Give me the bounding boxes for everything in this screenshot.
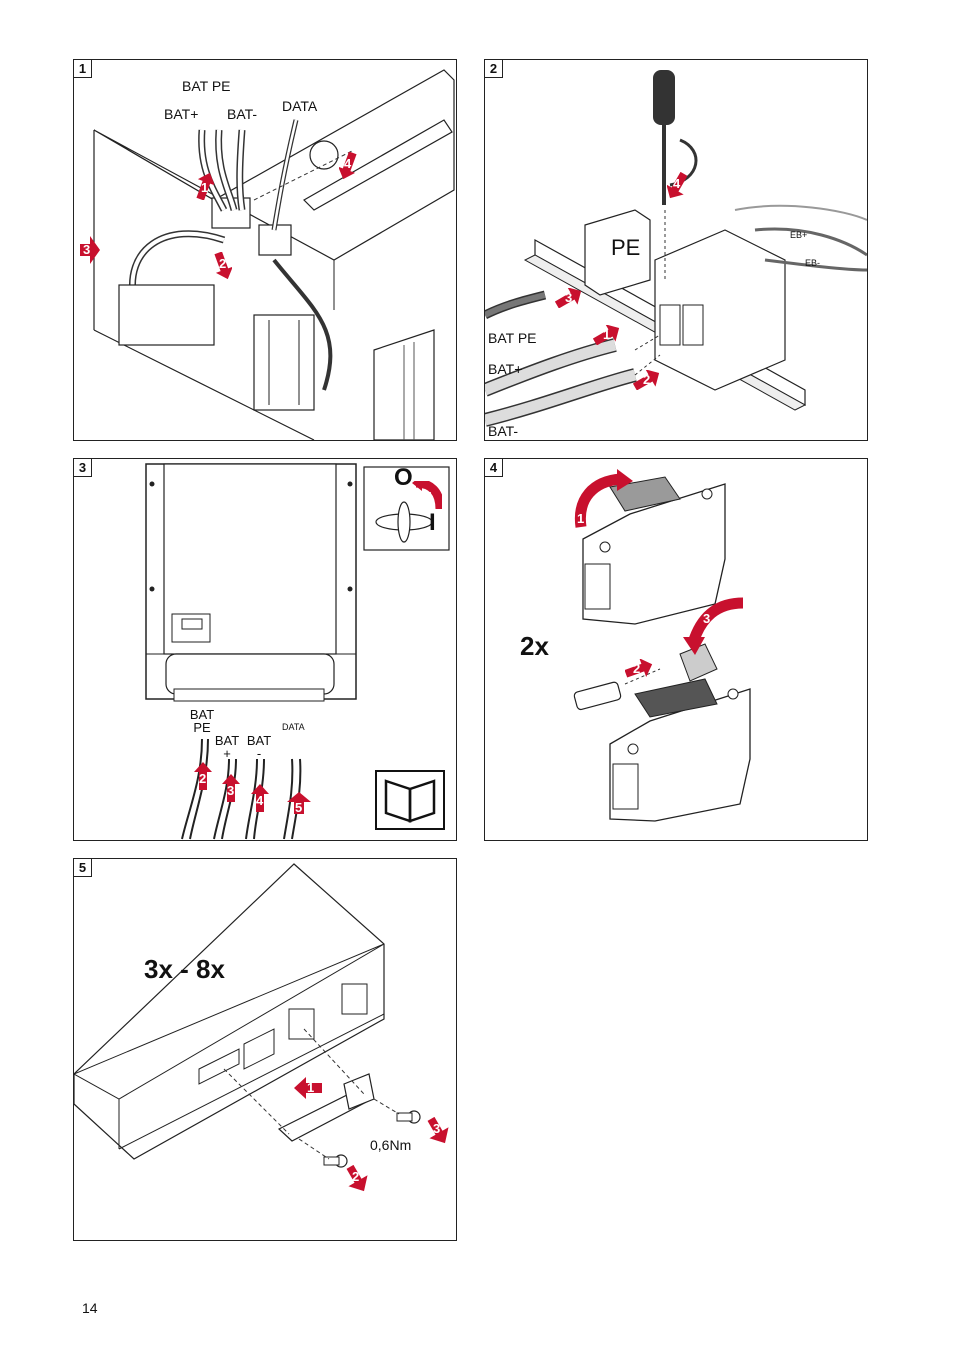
label-pe: PE [611,235,641,260]
panel-4-illustration [573,476,751,822]
label-bat-minus: BAT - [246,733,272,761]
panel-4: 4 2x 1 2 3 [484,458,868,841]
switch-on-symbol: I [429,509,436,536]
label-data: DATA [282,722,305,732]
page-number: 14 [82,1300,98,1316]
panel-3: 3 O I BAT PE BAT + BAT - DATA [73,458,457,841]
panel-2: 2 PE EB+ EB- BAT PE BAT+ BAT- 1 [484,59,868,441]
label-data: DATA [282,98,318,114]
switch-off-symbol: O [394,464,413,491]
panel-number: 3 [74,459,92,477]
multiplier: 2x [520,631,549,661]
label-bat-plus: BAT+ [488,361,523,377]
torque-label: 0,6Nm [370,1137,412,1153]
panel-3-illustration [145,463,450,840]
label-eb-plus: EB+ [790,230,808,240]
label-bat-pe: BAT PE [189,707,215,735]
panel-number: 1 [74,60,92,78]
label-bat-plus: BAT+ [164,106,199,122]
panel-5-illustration [74,863,421,1168]
label-bat-minus: BAT- [227,106,258,122]
panel-number: 5 [74,859,92,877]
multiplier: 3x - 8x [144,954,225,984]
panel-2-illustration [485,70,867,427]
panel-number: 2 [485,60,503,78]
panel-5: 5 3x - 8x 0,6Nm 1 2 3 [73,858,457,1241]
panel-number: 4 [485,459,503,477]
label-bat-pe: BAT PE [182,78,231,94]
label-bat-minus: BAT- [488,423,519,439]
label-bat-plus: BAT + [214,733,240,761]
label-bat-pe: BAT PE [488,330,537,346]
panel-1: 1 BAT PE BAT+ BAT- [73,59,457,441]
panel-1-illustration [93,69,455,440]
label-eb-minus: EB- [805,258,821,268]
